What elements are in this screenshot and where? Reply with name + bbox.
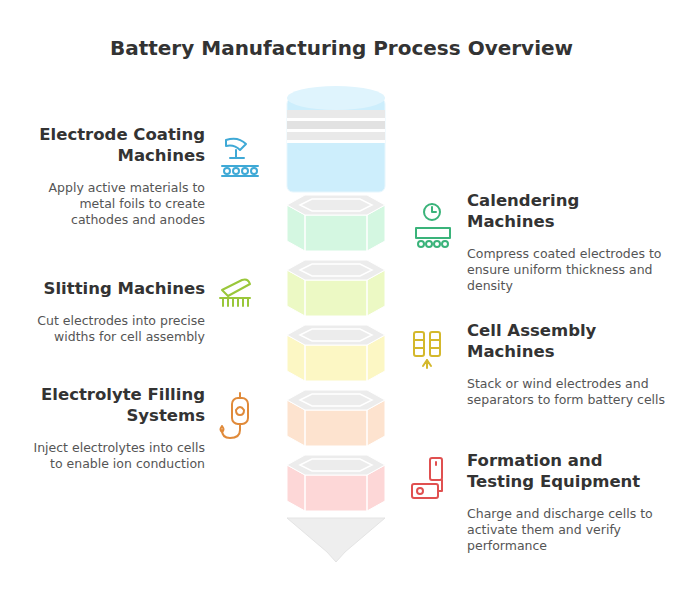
step-heading: Electrolyte Filling Systems [23, 384, 205, 426]
testing-icon [412, 458, 442, 498]
hex-prism [287, 390, 385, 446]
process-step: Cell Assembly MachinesStack or wind elec… [467, 320, 667, 408]
step-heading: Electrode Coating Machines [23, 124, 205, 166]
slitting-icon [220, 280, 250, 307]
prism-edge [305, 345, 367, 381]
process-step: Electrode Coating MachinesApply active m… [23, 124, 205, 228]
prism-top [287, 195, 385, 215]
diagram-title: Battery Manufacturing Process Overview [0, 36, 683, 60]
hex-layers [287, 195, 385, 511]
prism-top-inner [300, 394, 372, 406]
step-description: Cut electrodes into precise widths for c… [23, 313, 205, 345]
hex-prism [287, 260, 385, 316]
step-description: Charge and discharge cells to activate t… [467, 506, 667, 554]
prism-top [287, 455, 385, 475]
filling-icon [221, 393, 249, 438]
process-step: Formation and Testing EquipmentCharge an… [467, 450, 667, 554]
prism-edge [305, 215, 367, 251]
step-heading: Calendering Machines [467, 190, 667, 232]
hex-prism [287, 325, 385, 381]
process-step: Slitting MachinesCut electrodes into pre… [23, 278, 205, 345]
prism-edge [305, 280, 367, 316]
step-description: Compress coated electrodes to ensure uni… [467, 246, 667, 294]
hex-prism [287, 195, 385, 251]
step-heading: Formation and Testing Equipment [467, 450, 667, 492]
prism-top-inner [300, 199, 372, 211]
calendering-icon [416, 204, 450, 247]
bottom-cone [287, 518, 385, 562]
hex-prism [287, 455, 385, 511]
step-description: Stack or wind electrodes and separators … [467, 376, 667, 408]
prism-top-inner [300, 459, 372, 471]
process-step: Electrolyte Filling SystemsInject electr… [23, 384, 205, 472]
coating-icon [222, 139, 258, 176]
step-heading: Slitting Machines [23, 278, 205, 299]
prism-top [287, 260, 385, 280]
step-heading: Cell Assembly Machines [467, 320, 667, 362]
prism-top-inner [300, 264, 372, 276]
prism-top [287, 390, 385, 410]
prism-top-inner [300, 329, 372, 341]
prism-edge [305, 410, 367, 446]
step-description: Apply active materials to metal foils to… [23, 180, 205, 228]
assembly-icon [414, 332, 440, 368]
prism-top [287, 325, 385, 345]
step-description: Inject electrolytes into cells to enable… [23, 440, 205, 472]
top-cylinder [287, 86, 385, 192]
process-step: Calendering MachinesCompress coated elec… [467, 190, 667, 294]
prism-edge [305, 475, 367, 511]
